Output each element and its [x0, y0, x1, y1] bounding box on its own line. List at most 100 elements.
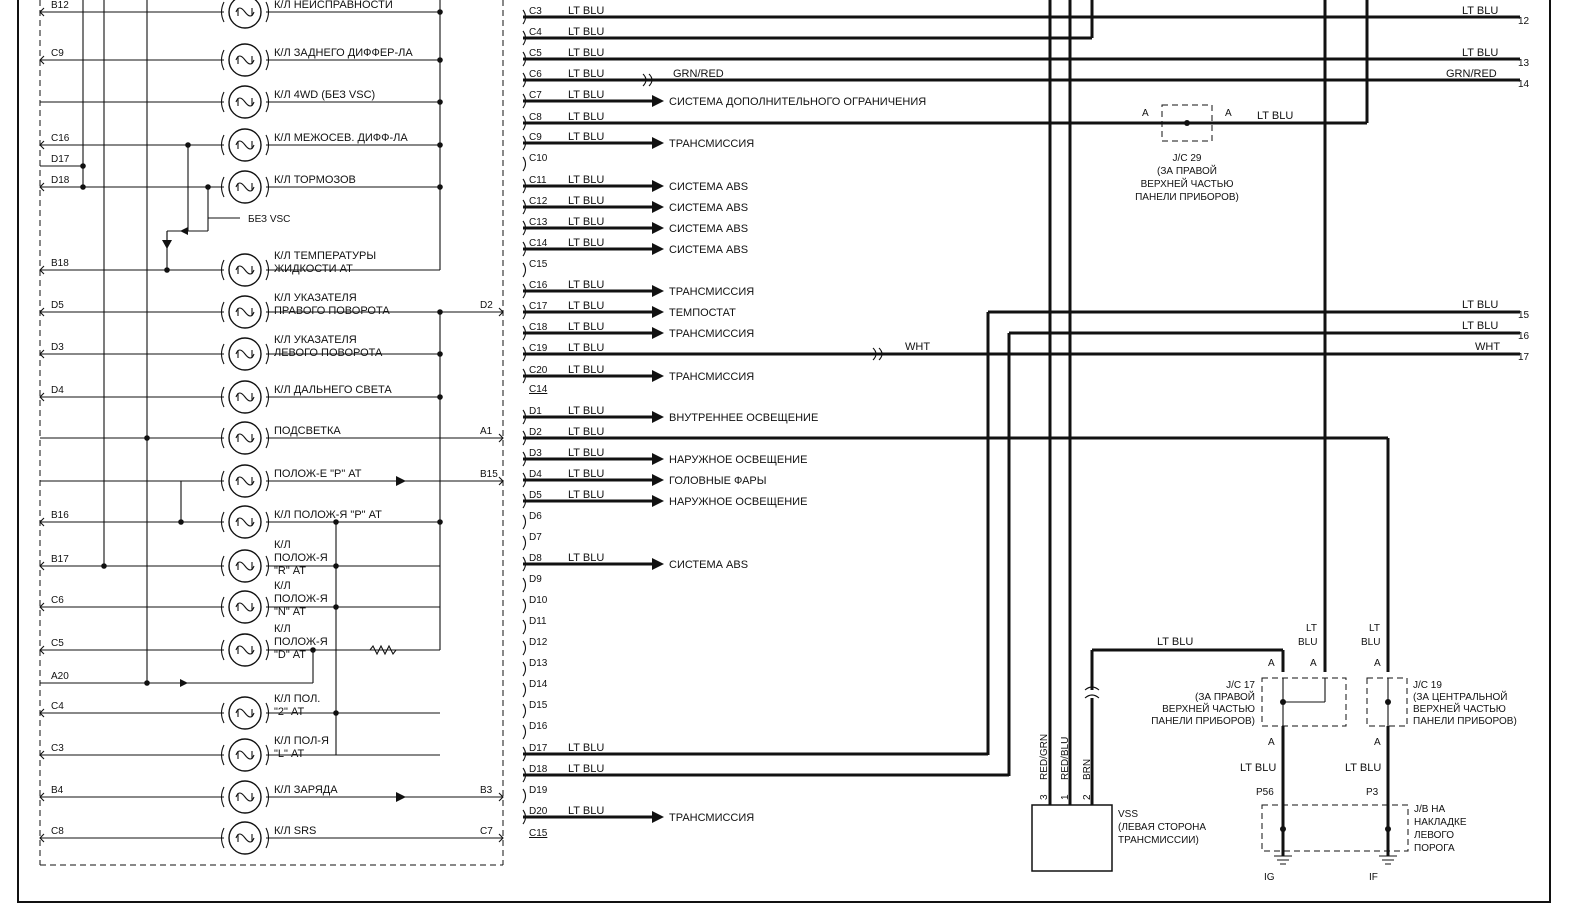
svg-text:A: A — [1374, 658, 1381, 669]
connector-wire-color: LT BLU — [568, 763, 604, 775]
connector-pin-label: C13 — [529, 217, 548, 228]
lamp-pin: C8 — [51, 826, 64, 837]
arrow-icon — [652, 474, 664, 486]
lamp-right-pin: A1 — [480, 426, 493, 437]
junction-dot — [164, 267, 170, 273]
diode-icon — [162, 240, 172, 249]
arrow-icon — [652, 411, 664, 423]
connector-pin: D6 — [522, 511, 542, 530]
arrow-icon — [652, 558, 664, 570]
svg-text:J/C 29: J/C 29 — [1173, 153, 1202, 164]
lamp-pin: C3 — [51, 743, 64, 754]
diode-icon — [396, 792, 406, 802]
svg-text:16: 16 — [1518, 331, 1530, 342]
connector-wire-color: LT BLU — [568, 216, 604, 228]
svg-text:13: 13 — [1518, 58, 1530, 69]
junction-dot — [101, 563, 107, 569]
connector-destination: ВНУТРЕННЕЕ ОСВЕЩЕНИЕ — [669, 412, 818, 424]
junction-dot — [437, 99, 443, 105]
junction-dot — [144, 435, 150, 441]
lamp-label: К/Л ТОРМОЗОВ — [274, 174, 356, 186]
connector-code-d: C15 — [529, 828, 548, 839]
connector-wire-color: LT BLU — [568, 131, 604, 143]
lamp-label: К/Л ПОЛ-Я"L" АТ — [274, 735, 329, 760]
junction-dot — [333, 604, 339, 610]
edge-label-15: LT BLU — [1462, 299, 1498, 311]
connector-wire-color: LT BLU — [568, 321, 604, 333]
svg-text:A: A — [1374, 737, 1381, 748]
edge-label-14: GRN/RED — [1446, 68, 1497, 80]
svg-text:НАКЛАДКЕ: НАКЛАДКЕ — [1414, 817, 1467, 828]
connector-pin-label: D4 — [529, 469, 542, 480]
connector-pin-label: D5 — [529, 490, 542, 501]
connector-pin: D16 — [522, 721, 548, 740]
lamp-icon — [220, 380, 270, 414]
svg-text:LT BLU: LT BLU — [1240, 762, 1276, 774]
connector-destination: ТРАНСМИССИЯ — [669, 812, 754, 824]
svg-text:1: 1 — [1060, 794, 1071, 800]
svg-text:LT: LT — [1369, 623, 1380, 634]
connector-pin-label: D2 — [529, 427, 542, 438]
junction-dot — [205, 184, 211, 190]
connector-pin-label: D16 — [529, 721, 548, 732]
connector-wire-color: LT BLU — [568, 111, 604, 123]
lamp-label: ПОДСВЕТКА — [274, 425, 341, 437]
connector-wire-color: LT BLU — [568, 237, 604, 249]
connector-wire-color: LT BLU — [568, 342, 604, 354]
svg-text:J/C 17: J/C 17 — [1226, 680, 1255, 691]
lamp-label: К/Л ПОЛ."2" АТ — [274, 693, 320, 718]
wire-connector-icon — [872, 347, 883, 361]
svg-text:LT: LT — [1306, 623, 1317, 634]
connector-pin-label: D1 — [529, 406, 542, 417]
svg-text:RED/GRN: RED/GRN — [1039, 734, 1050, 780]
connector-pin-label: D12 — [529, 637, 548, 648]
lamp-pin: D4 — [51, 385, 64, 396]
lamp-label: К/Л НЕИСПРАВНОСТИ — [274, 0, 393, 11]
connector-pin-label: C10 — [529, 153, 548, 164]
connector-pin-label: D20 — [529, 806, 548, 817]
svg-text:A: A — [1310, 658, 1317, 669]
lamp-right-pin: B15 — [480, 469, 498, 480]
connector-wire-color: LT BLU — [568, 552, 604, 564]
connector-destination: СИСТЕМА ABS — [669, 223, 748, 235]
svg-text:(ЗА ПРАВОЙ: (ЗА ПРАВОЙ — [1157, 164, 1217, 177]
connector-pin-label: C3 — [529, 6, 542, 17]
connector-pin-label: C17 — [529, 301, 548, 312]
edge-label-17: WHT — [1475, 341, 1500, 353]
vehicle-speed-sensor: 3 1 2 RED/GRN RED/BLU BRN VSS (ЛЕВАЯ СТО… — [1031, 734, 1206, 872]
lamp-icon — [220, 590, 270, 624]
lamp-icon — [220, 170, 270, 204]
junction-dot — [80, 184, 86, 190]
junction-dot — [437, 519, 443, 525]
ground-icon — [1379, 855, 1397, 865]
lamp-right-pin: D2 — [480, 300, 493, 311]
lamp-icon — [220, 337, 270, 371]
connector-wire-color: LT BLU — [568, 364, 604, 376]
junction-dot — [144, 680, 150, 686]
connector-pin-label: D3 — [529, 448, 542, 459]
ground-icon — [1274, 855, 1292, 865]
edge-label-16: LT BLU — [1462, 320, 1498, 332]
svg-text:P3: P3 — [1366, 787, 1379, 798]
junction-dot — [437, 57, 443, 63]
svg-text:BLU: BLU — [1361, 637, 1380, 648]
lamp-icon — [220, 421, 270, 455]
without-vsc-label: БЕЗ VSC — [248, 214, 290, 225]
